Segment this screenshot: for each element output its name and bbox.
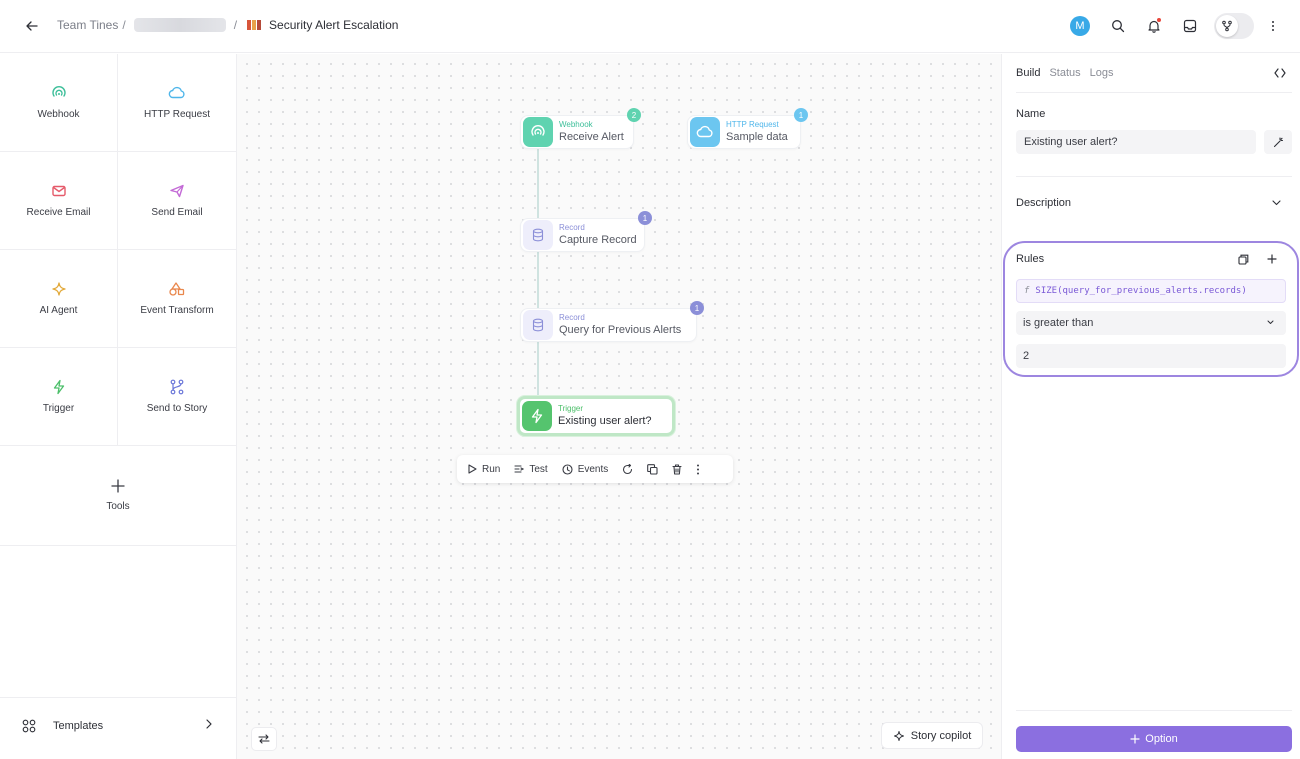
top-bar: Team Tines / / Security Alert Escalation… xyxy=(0,0,1300,53)
event-count-badge: 2 xyxy=(627,108,641,122)
cloud-icon xyxy=(168,85,186,101)
database-icon xyxy=(523,310,553,340)
refresh-icon[interactable] xyxy=(622,463,633,475)
add-rule-icon[interactable] xyxy=(1267,254,1277,264)
description-label[interactable]: Description xyxy=(1016,197,1072,209)
plus-icon xyxy=(1130,734,1140,744)
trash-icon[interactable] xyxy=(672,463,682,475)
mail-icon xyxy=(51,183,67,199)
chevron-down-icon xyxy=(1267,320,1274,325)
more-vertical-icon[interactable] xyxy=(1264,13,1282,39)
sparkle-icon xyxy=(893,730,904,741)
palette-send-email[interactable]: Send Email xyxy=(118,152,236,250)
rule-operator-select[interactable]: is greater than xyxy=(1016,311,1286,335)
connector-line xyxy=(537,148,539,402)
run-button[interactable]: Run xyxy=(467,464,500,475)
test-icon xyxy=(514,465,525,473)
palette-trigger[interactable]: Trigger xyxy=(0,348,118,446)
function-icon: f xyxy=(1024,286,1030,296)
action-config-panel: Build Status Logs Name Existing user ale… xyxy=(1001,54,1300,759)
rules-highlight xyxy=(1003,241,1299,377)
story-copilot-button[interactable]: Story copilot xyxy=(881,722,983,749)
more-vertical-icon[interactable] xyxy=(696,464,700,475)
webhook-icon xyxy=(523,117,553,147)
node-record-query[interactable]: Record Query for Previous Alerts 1 xyxy=(520,301,704,342)
shapes-icon xyxy=(168,281,186,297)
tab-logs[interactable]: Logs xyxy=(1089,67,1114,79)
event-count-badge: 1 xyxy=(638,211,652,225)
avatar[interactable]: M xyxy=(1070,16,1090,36)
templates-link[interactable]: Templates xyxy=(0,697,236,753)
node-webhook-receive-alert[interactable]: Webhook Receive Alert 2 xyxy=(520,108,641,149)
name-label: Name xyxy=(1016,108,1046,120)
name-input[interactable]: Existing user alert? xyxy=(1016,130,1256,154)
webhook-icon xyxy=(51,85,67,101)
action-palette: Webhook HTTP Request Receive Email Send … xyxy=(0,54,237,759)
paper-plane-icon xyxy=(169,183,185,199)
lightning-icon xyxy=(522,401,552,431)
play-icon xyxy=(468,464,477,474)
cloud-icon xyxy=(690,117,720,147)
palette-send-to-story[interactable]: Send to Story xyxy=(118,348,236,446)
event-count-badge: 1 xyxy=(690,301,704,315)
chevron-down-icon[interactable] xyxy=(1272,200,1281,206)
story-flag-icon xyxy=(247,19,262,31)
magic-wand-icon[interactable] xyxy=(1264,130,1292,154)
palette-ai-agent[interactable]: AI Agent xyxy=(0,250,118,348)
branch-icon xyxy=(169,379,185,395)
palette-http-request[interactable]: HTTP Request xyxy=(118,54,236,152)
tab-build[interactable]: Build xyxy=(1016,67,1041,79)
node-trigger-existing-user-alert[interactable]: Trigger Existing user alert? xyxy=(517,396,675,436)
node-action-bar: Run Test Events xyxy=(457,455,733,483)
add-option-button[interactable]: Option xyxy=(1016,726,1292,752)
story-canvas[interactable]: Webhook Receive Alert 2 HTTP Request Sam… xyxy=(237,54,1001,759)
version-toggle[interactable] xyxy=(1214,13,1254,39)
palette-receive-email[interactable]: Receive Email xyxy=(0,152,118,250)
palette-tools[interactable]: Tools xyxy=(0,446,236,546)
palette-event-transform[interactable]: Event Transform xyxy=(118,250,236,348)
code-view-icon[interactable] xyxy=(1274,68,1286,78)
breadcrumb-team[interactable]: Team Tines xyxy=(57,18,119,32)
bell-icon[interactable] xyxy=(1141,13,1167,39)
lightning-icon xyxy=(51,379,67,395)
breadcrumb-redacted-folder[interactable] xyxy=(133,18,226,32)
notification-dot xyxy=(1156,17,1162,23)
node-record-capture[interactable]: Record Capture Record 1 xyxy=(520,211,652,252)
auto-layout-icon[interactable] xyxy=(251,727,277,751)
copy-icon[interactable] xyxy=(647,463,658,475)
plus-icon xyxy=(111,479,125,493)
search-icon[interactable] xyxy=(1105,13,1131,39)
rule-expression-input[interactable]: f SIZE(query_for_previous_alerts.records… xyxy=(1016,279,1286,303)
rules-label: Rules xyxy=(1016,253,1045,265)
rule-value-input[interactable]: 2 xyxy=(1016,344,1286,368)
node-http-sample-data[interactable]: HTTP Request Sample data 1 xyxy=(687,108,808,149)
database-icon xyxy=(523,220,553,250)
git-branch-icon xyxy=(1216,15,1238,37)
tab-status[interactable]: Status xyxy=(1049,67,1081,79)
events-button[interactable]: Events xyxy=(562,463,608,475)
message-icon[interactable] xyxy=(1177,13,1203,39)
chevron-right-icon xyxy=(206,719,212,729)
event-count-badge: 1 xyxy=(794,108,808,122)
duplicate-icon[interactable] xyxy=(1238,254,1249,265)
panel-tabs: Build Status Logs xyxy=(1016,67,1114,79)
grid-icon xyxy=(22,719,36,733)
top-actions: M xyxy=(1070,13,1282,39)
back-arrow-icon[interactable] xyxy=(22,16,42,36)
story-title[interactable]: Security Alert Escalation xyxy=(269,18,399,32)
breadcrumb: Team Tines / / Security Alert Escalation xyxy=(57,18,399,32)
sparkle-icon xyxy=(51,281,67,297)
palette-webhook[interactable]: Webhook xyxy=(0,54,118,152)
test-button[interactable]: Test xyxy=(514,464,548,475)
clock-icon xyxy=(562,463,573,475)
